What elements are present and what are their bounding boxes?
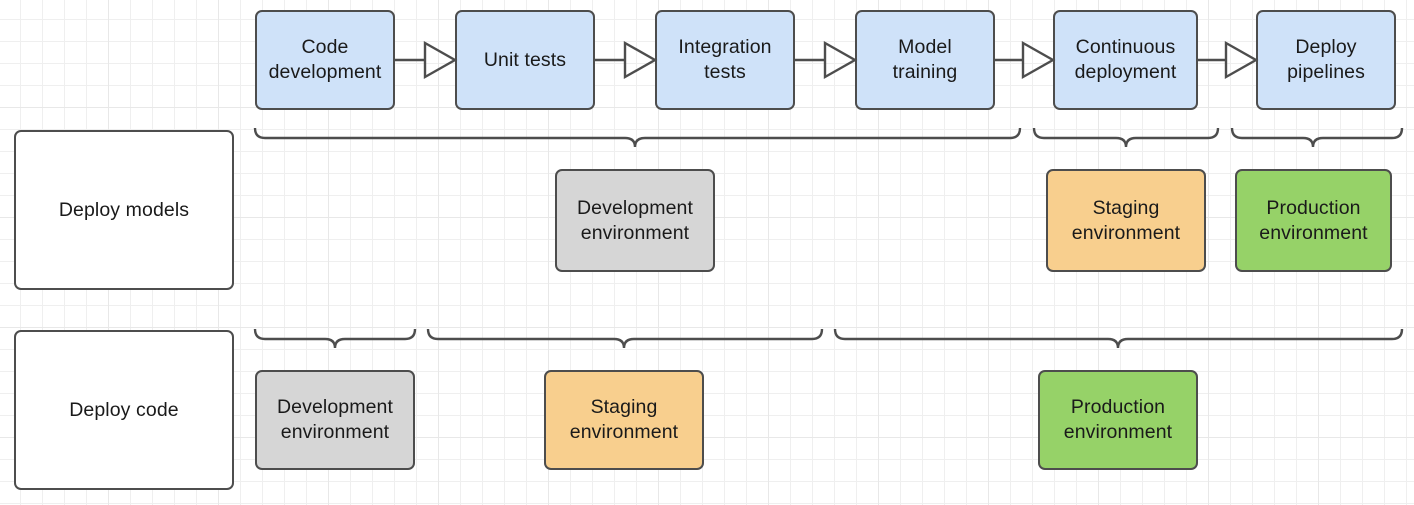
env-box-code-staging-environment[interactable]: Staging environment (544, 370, 704, 470)
arrow-right-icon-1 (395, 40, 458, 80)
curly-brace-down-icon-code-production (833, 328, 1404, 349)
env-box-models-development-environment[interactable]: Development environment (555, 169, 715, 272)
pipeline-stage-model-training[interactable]: Model training (855, 10, 995, 110)
arrow-right-icon-2 (595, 40, 658, 80)
pipeline-stage-continuous-deployment[interactable]: Continuous deployment (1053, 10, 1198, 110)
row-label-deploy-models[interactable]: Deploy models (14, 130, 234, 290)
env-box-models-production-environment[interactable]: Production environment (1235, 169, 1392, 272)
env-box-code-development-environment[interactable]: Development environment (255, 370, 415, 470)
curly-brace-down-icon-models-production (1230, 127, 1404, 148)
curly-brace-down-icon-code-development (253, 328, 417, 349)
arrow-right-icon-5 (1198, 40, 1259, 80)
env-box-code-production-environment[interactable]: Production environment (1038, 370, 1198, 470)
arrow-right-icon-3 (795, 40, 858, 80)
pipeline-stage-deploy-pipelines[interactable]: Deploy pipelines (1256, 10, 1396, 110)
curly-brace-down-icon-models-development (253, 127, 1022, 148)
curly-brace-down-icon-models-staging (1032, 127, 1220, 148)
pipeline-stage-unit-tests[interactable]: Unit tests (455, 10, 595, 110)
row-label-deploy-code[interactable]: Deploy code (14, 330, 234, 490)
pipeline-stage-code-development[interactable]: Code development (255, 10, 395, 110)
arrow-right-icon-4 (995, 40, 1056, 80)
pipeline-stage-integration-tests[interactable]: Integration tests (655, 10, 795, 110)
env-box-models-staging-environment[interactable]: Staging environment (1046, 169, 1206, 272)
curly-brace-down-icon-code-staging (426, 328, 824, 349)
